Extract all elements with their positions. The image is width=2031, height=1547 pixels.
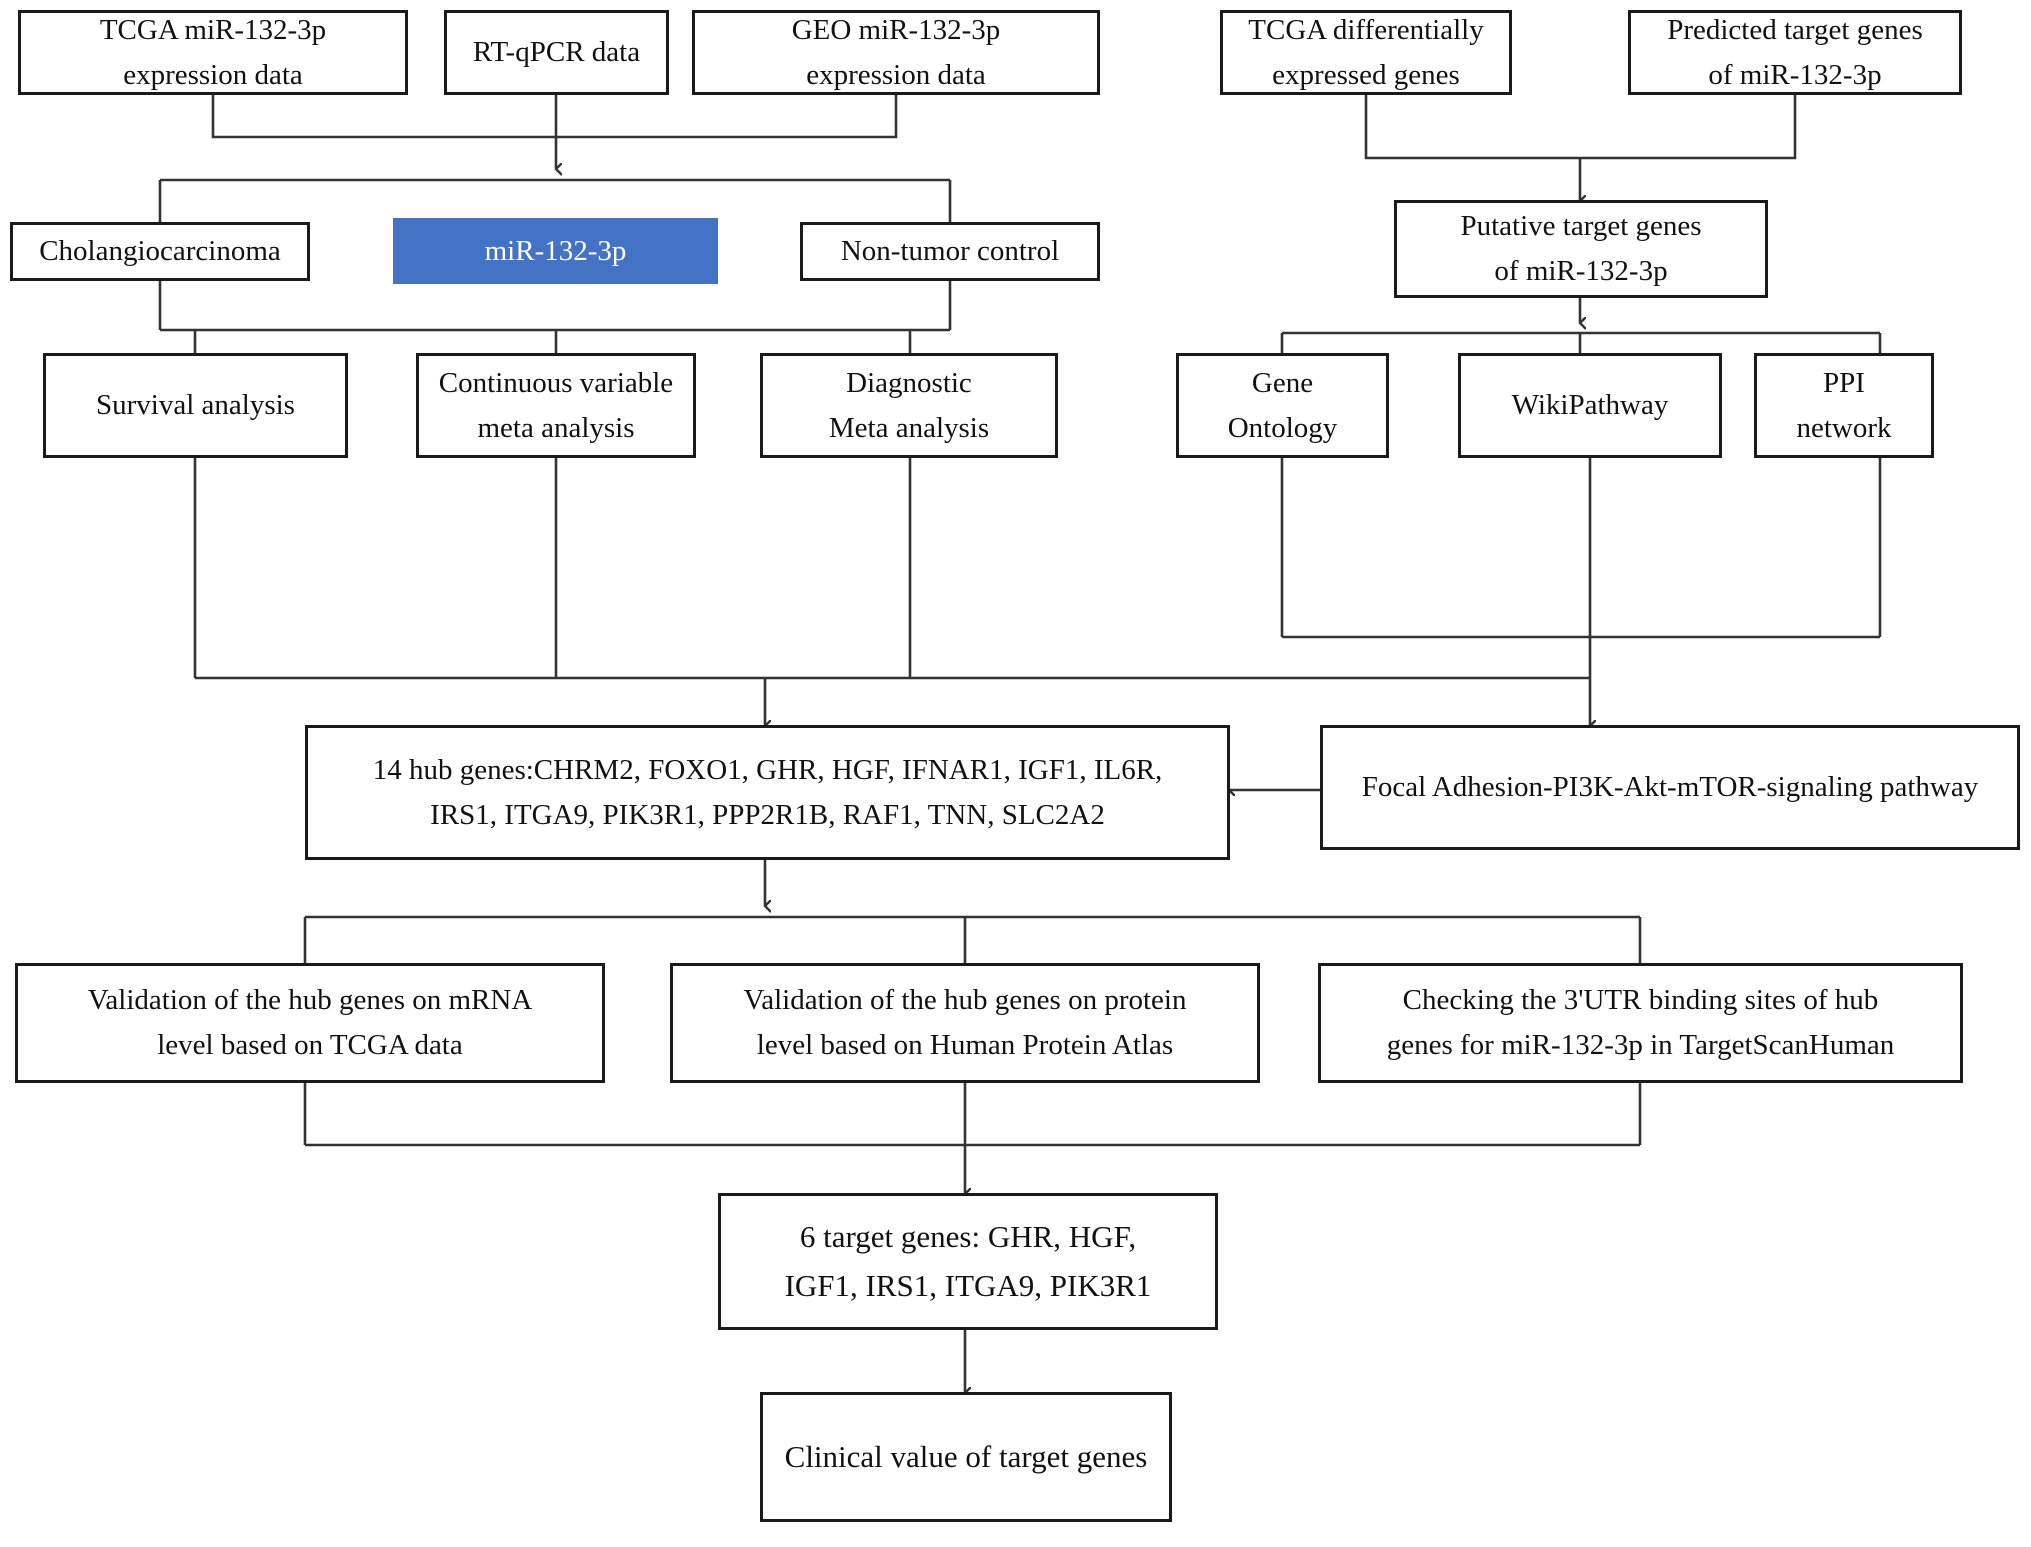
node-cholangiocarcinoma[interactable]: Cholangiocarcinoma xyxy=(10,222,310,281)
node-label: miR-132-3p xyxy=(484,234,627,267)
node-validation-protein[interactable]: Validation of the hub genes on protein l… xyxy=(670,963,1260,1083)
node-predicted-targets[interactable]: Predicted target genes of miR-132-3p xyxy=(1628,10,1962,95)
node-label: Predicted target genes of miR-132-3p xyxy=(1667,13,1923,91)
wire-row1-bus xyxy=(211,95,898,139)
node-mir-132-3p[interactable]: miR-132-3p xyxy=(393,218,718,284)
node-wikipathway[interactable]: WikiPathway xyxy=(1458,353,1722,458)
node-label: 14 hub genes:CHRM2, FOXO1, GHR, HGF, IFN… xyxy=(372,753,1163,831)
node-utr-binding-check[interactable]: Checking the 3'UTR binding sites of hub … xyxy=(1318,963,1963,1083)
node-label: GEO miR-132-3p expression data xyxy=(791,13,1001,91)
node-label: RT-qPCR data xyxy=(472,36,641,69)
node-putative-targets[interactable]: Putative target genes of miR-132-3p xyxy=(1394,200,1768,298)
node-hub-genes[interactable]: 14 hub genes:CHRM2, FOXO1, GHR, HGF, IFN… xyxy=(305,725,1230,860)
node-label: PPI network xyxy=(1796,366,1892,444)
node-label: Survival analysis xyxy=(96,389,295,422)
node-continuous-meta-analysis[interactable]: Continuous variable meta analysis xyxy=(416,353,696,458)
node-label: Focal Adhesion-PI3K-Akt-mTOR-signaling p… xyxy=(1361,771,1979,804)
node-focal-adhesion-pathway[interactable]: Focal Adhesion-PI3K-Akt-mTOR-signaling p… xyxy=(1320,725,2020,850)
node-label: Putative target genes of miR-132-3p xyxy=(1460,210,1702,287)
node-label: Non-tumor control xyxy=(840,235,1060,268)
node-label: Validation of the hub genes on protein l… xyxy=(743,984,1187,1061)
node-tcga-mir-expression[interactable]: TCGA miR-132-3p expression data xyxy=(18,10,408,95)
node-label: Cholangiocarcinoma xyxy=(39,235,281,268)
node-label: 6 target genes: GHR, HGF, IGF1, IRS1, IT… xyxy=(784,1219,1152,1303)
node-rt-qpcr[interactable]: RT-qPCR data xyxy=(444,10,669,95)
node-geo-mir-expression[interactable]: GEO miR-132-3p expression data xyxy=(692,10,1100,95)
node-target-genes[interactable]: 6 target genes: GHR, HGF, IGF1, IRS1, IT… xyxy=(718,1193,1218,1330)
node-validation-mrna[interactable]: Validation of the hub genes on mRNA leve… xyxy=(15,963,605,1083)
node-survival-analysis[interactable]: Survival analysis xyxy=(43,353,348,458)
node-label: Continuous variable meta analysis xyxy=(438,366,674,444)
node-label: Diagnostic Meta analysis xyxy=(828,366,990,444)
node-clinical-value[interactable]: Clinical value of target genes xyxy=(760,1392,1172,1522)
node-label: TCGA differentially expressed genes xyxy=(1248,13,1484,91)
node-gene-ontology[interactable]: Gene Ontology xyxy=(1176,353,1389,458)
node-label: TCGA miR-132-3p expression data xyxy=(99,13,327,91)
node-label: WikiPathway xyxy=(1511,389,1669,422)
node-diagnostic-meta-analysis[interactable]: Diagnostic Meta analysis xyxy=(760,353,1058,458)
node-tcga-deg[interactable]: TCGA differentially expressed genes xyxy=(1220,10,1512,95)
wire-right-row1-bus xyxy=(1364,95,1797,160)
node-label: Validation of the hub genes on mRNA leve… xyxy=(87,984,533,1061)
node-non-tumor-control[interactable]: Non-tumor control xyxy=(800,222,1100,281)
node-label: Clinical value of target genes xyxy=(784,1438,1148,1474)
node-ppi-network[interactable]: PPI network xyxy=(1754,353,1934,458)
node-label: Checking the 3'UTR binding sites of hub … xyxy=(1386,984,1895,1061)
node-label: Gene Ontology xyxy=(1227,366,1338,444)
